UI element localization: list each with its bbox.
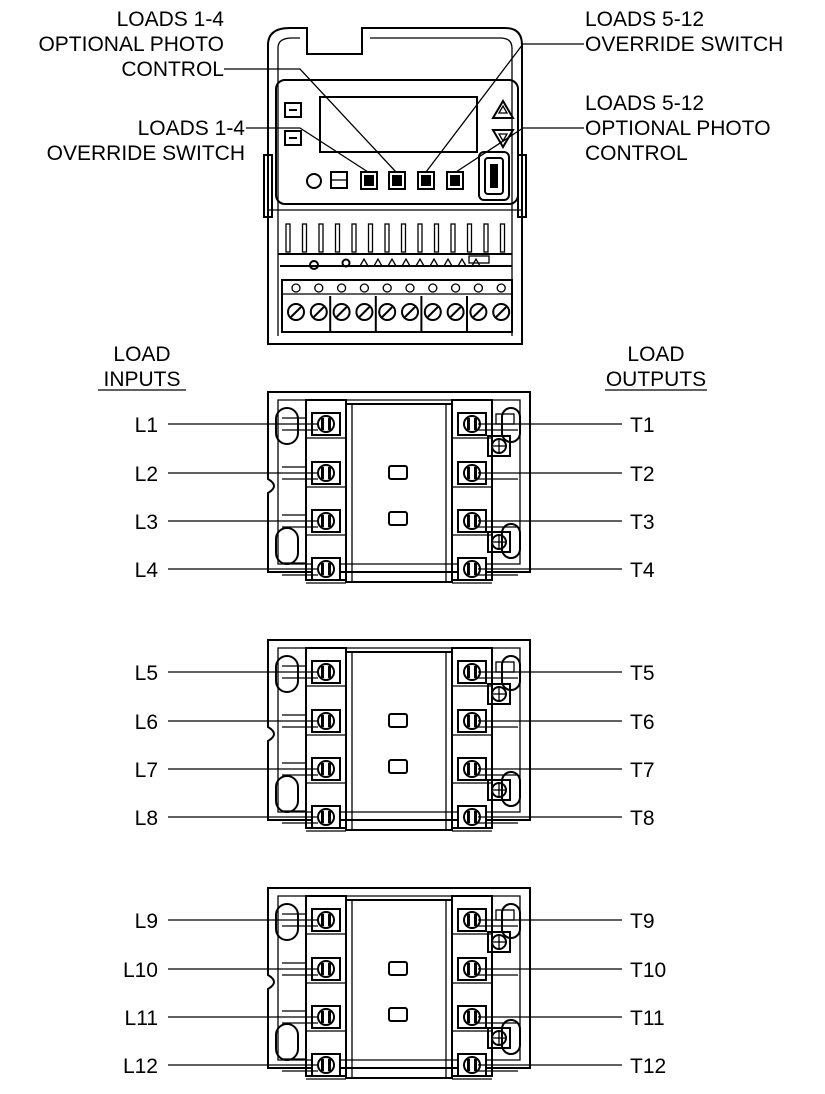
indicator-led xyxy=(388,1007,408,1022)
up-arrow-button[interactable] xyxy=(491,99,515,119)
menu-button-upper[interactable] xyxy=(284,102,302,118)
terminal-block xyxy=(281,279,513,333)
indicator-led xyxy=(388,713,408,728)
output-label: T7 xyxy=(630,759,655,782)
callout-photo-1-4-line2: OPTIONAL PHOTO xyxy=(38,33,224,56)
input-label: L10 xyxy=(123,959,158,982)
input-label: L3 xyxy=(135,511,158,534)
input-label: L6 xyxy=(135,711,158,734)
output-label: T10 xyxy=(630,959,666,982)
input-label: L1 xyxy=(135,414,158,437)
terminal-screw xyxy=(469,303,488,321)
callout-photo-1-4-line3: CONTROL xyxy=(121,58,224,81)
callout-override-5-12: LOADS 5-12 OVERRIDE SWITCH xyxy=(425,8,783,173)
callout-photo-1-4-line1: LOADS 1-4 xyxy=(117,8,225,31)
header-load-inputs: LOAD INPUTS xyxy=(98,343,186,391)
lcd-display xyxy=(319,96,478,153)
input-label: L11 xyxy=(125,1007,158,1030)
output-label: T6 xyxy=(630,711,655,734)
input-terminal-screw xyxy=(311,461,341,485)
switch-button-4[interactable] xyxy=(446,171,464,190)
output-label: T5 xyxy=(630,662,655,685)
callout-override-5-12-line2: OVERRIDE SWITCH xyxy=(585,33,783,56)
input-terminal-screw xyxy=(311,412,341,436)
input-label: L7 xyxy=(135,759,158,782)
output-label: T4 xyxy=(630,559,655,582)
indicator-led xyxy=(388,759,408,774)
terminal-screw xyxy=(309,303,328,321)
terminal-screws xyxy=(287,283,511,332)
terminal-fins xyxy=(285,223,506,253)
indicator-led xyxy=(388,961,408,976)
output-label: T8 xyxy=(630,807,655,830)
callout-photo-1-4: LOADS 1-4 OPTIONAL PHOTO CONTROL xyxy=(38,8,397,173)
terminal-screw xyxy=(378,303,397,321)
terminal-screw xyxy=(401,303,419,321)
output-label: T1 xyxy=(630,414,655,437)
controller-unit xyxy=(263,27,527,345)
callout-override-5-12-line1: LOADS 5-12 xyxy=(585,8,704,31)
callout-photo-5-12-line1: LOADS 5-12 xyxy=(585,92,704,115)
indicator-led xyxy=(388,511,408,526)
terminal-screw xyxy=(423,303,442,321)
output-label: T11 xyxy=(630,1007,665,1030)
input-label: L12 xyxy=(123,1055,158,1078)
terminal-screw xyxy=(332,303,351,321)
header-outputs-line2: OUTPUTS xyxy=(606,368,706,391)
input-label: L5 xyxy=(135,662,158,685)
terminal-screw xyxy=(355,303,374,321)
input-label: L9 xyxy=(135,910,158,933)
callout-photo-5-12-line2: OPTIONAL PHOTO xyxy=(585,117,771,140)
terminal-screw xyxy=(287,303,305,321)
switch-button-3[interactable] xyxy=(417,171,435,190)
callout-override-1-4-line2: OVERRIDE SWITCH xyxy=(47,142,245,165)
input-label: L2 xyxy=(135,463,158,486)
output-label: T3 xyxy=(630,511,655,534)
terminal-screw xyxy=(492,303,511,321)
menu-button-lower[interactable] xyxy=(284,130,302,146)
callout-photo-5-12-line3: CONTROL xyxy=(585,142,688,165)
switch-button-2[interactable] xyxy=(388,171,406,190)
header-outputs-line1: LOAD xyxy=(627,343,684,366)
callout-photo-5-12: LOADS 5-12 OPTIONAL PHOTO CONTROL xyxy=(455,92,771,173)
switch-button-1[interactable] xyxy=(360,171,378,190)
connector-port xyxy=(478,151,510,201)
down-arrow-button[interactable] xyxy=(491,129,515,149)
output-label: T2 xyxy=(630,463,655,486)
front-panel xyxy=(275,79,519,205)
callout-override-1-4: LOADS 1-4 OVERRIDE SWITCH xyxy=(47,117,369,173)
callout-override-1-4-line1: LOADS 1-4 xyxy=(138,117,246,140)
indicator-led xyxy=(388,465,408,480)
output-label: T12 xyxy=(630,1055,666,1078)
status-led xyxy=(306,173,322,189)
header-inputs-line1: LOAD xyxy=(113,343,170,366)
header-load-outputs: LOAD OUTPUTS xyxy=(605,343,707,391)
input-label: L8 xyxy=(135,807,158,830)
terminal-screw xyxy=(446,303,465,321)
output-label: T9 xyxy=(630,910,655,933)
header-inputs-line2: INPUTS xyxy=(103,368,180,391)
input-label: L4 xyxy=(135,559,159,582)
